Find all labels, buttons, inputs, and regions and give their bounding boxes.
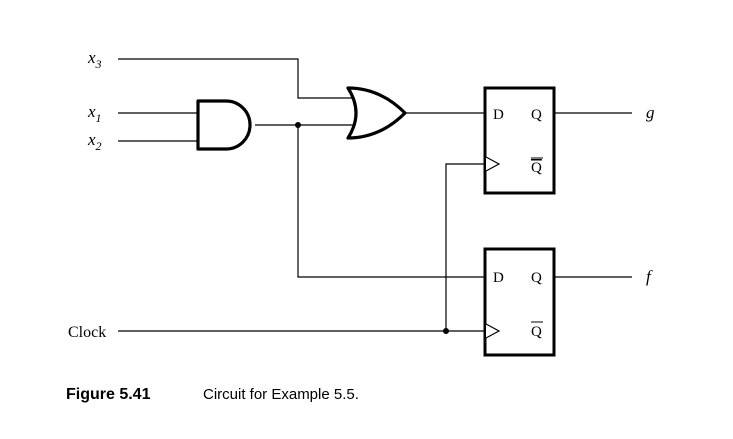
flipflop-bottom-clock-triangle	[485, 323, 501, 339]
label-clock: Clock	[68, 324, 106, 341]
label-output-f: f	[646, 267, 653, 286]
label-x1: x1	[87, 102, 102, 125]
label-output-g: g	[646, 103, 655, 122]
flipflop-bottom-d-label: D	[493, 270, 504, 286]
flipflop-top-body	[483, 86, 556, 195]
wire-clock-branch	[445, 163, 485, 331]
wire-x3	[118, 58, 355, 99]
flipflop-top-d-label: D	[493, 107, 504, 123]
flipflop-bottom: D Q Q	[483, 247, 556, 357]
flipflop-top-clock-triangle	[485, 156, 501, 172]
and-gate	[196, 99, 252, 151]
wires	[118, 58, 632, 332]
figure-number: Figure 5.41	[66, 386, 151, 403]
junction-clock	[443, 328, 449, 334]
flipflop-top-qbar-label: Q	[531, 160, 542, 176]
flipflop-top-q-label: Q	[531, 107, 542, 123]
flipflop-bottom-body	[483, 247, 556, 357]
label-x2: x2	[87, 130, 102, 153]
figure-caption: Circuit for Example 5.5.	[203, 386, 359, 403]
flipflop-bottom-qbar-label: Q	[531, 324, 542, 340]
junction-and-output	[295, 122, 301, 128]
label-x3: x3	[87, 48, 102, 71]
flipflop-top: D Q Q	[483, 86, 556, 195]
flipflop-bottom-q-label: Q	[531, 270, 542, 286]
or-gate	[346, 86, 407, 140]
wire-and-to-bottom-d	[297, 125, 485, 278]
